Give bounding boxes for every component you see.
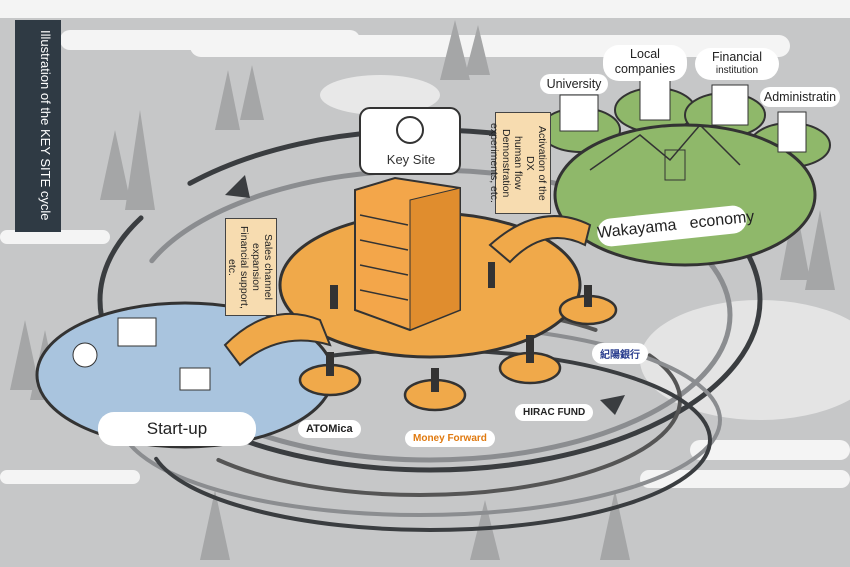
logo-money-forward: Money Forward <box>405 430 495 447</box>
title-text: Illustration of the KEY SITE cycle <box>38 30 53 221</box>
scroll-line: expansion <box>250 243 262 291</box>
wakayama-word: Wakayama <box>596 216 678 242</box>
key-site-label: Key Site <box>386 152 436 167</box>
scroll-line: experiments, etc. <box>488 123 500 203</box>
logo-kiyo-bank: 紀陽銀行 <box>592 343 648 364</box>
scroll-line: human flow <box>512 136 524 190</box>
scroll-line: Sales channel <box>262 234 274 300</box>
stakeholder-financial-institution: Financial institution <box>695 48 779 80</box>
stakeholder-university: University <box>540 74 608 94</box>
scroll-line: Activation of the DX <box>524 125 548 201</box>
arrow-head-icon <box>600 395 625 415</box>
stakeholder-administration: Administratin <box>760 87 840 107</box>
scroll-line: Financial support, etc. <box>226 225 250 309</box>
title-banner: Illustration of the KEY SITE cycle <box>15 20 61 232</box>
startup-label: Start-up <box>98 412 256 446</box>
logo-hirac-fund: HIRAC FUND <box>515 404 594 421</box>
stakeholder-line: Local <box>630 47 660 61</box>
people-figures <box>326 262 592 392</box>
arrow-head-icon <box>225 175 250 198</box>
stakeholder-line: institution <box>715 65 759 76</box>
people-platforms <box>298 294 618 412</box>
scroll-line: Demonstration <box>500 128 512 198</box>
key-site-hub <box>223 107 592 367</box>
stakeholder-line: Financial <box>711 50 763 64</box>
stakeholder-local-companies: Local companies <box>603 45 687 81</box>
background-clouds <box>0 0 850 488</box>
logo-atomica: ATOMica <box>298 420 361 438</box>
stakeholder-line: companies <box>614 62 676 76</box>
